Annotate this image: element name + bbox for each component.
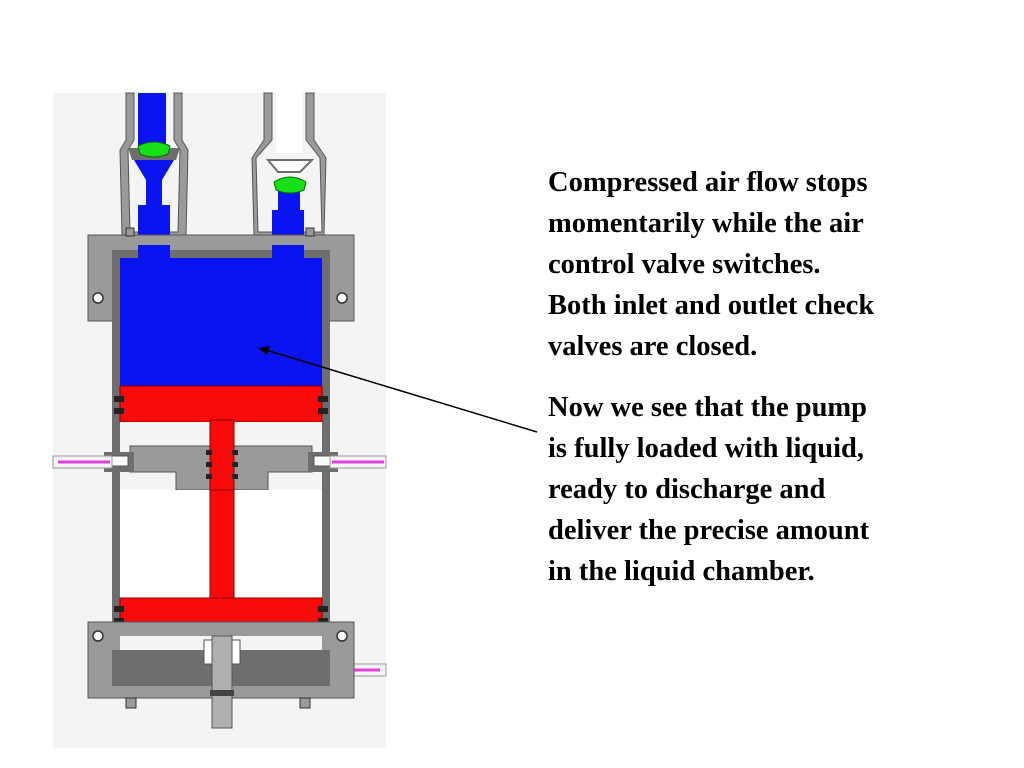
adjustment-stem [210, 635, 234, 729]
caption-1-line-3: control valve switches. [548, 249, 821, 280]
upper-piston [114, 385, 328, 423]
liquid-chamber [120, 258, 322, 388]
caption-1-line-1: Compressed air flow stops [548, 167, 868, 198]
caption-valves-closed: Compressed air flow stops momentarily wh… [548, 162, 968, 367]
outlet-valve-ball [273, 176, 307, 194]
caption-pump-loaded: Now we see that the pump is fully loaded… [548, 387, 968, 592]
caption-2-line-4: deliver the precise amount [548, 515, 870, 546]
caption-1-line-2: momentarily while the air [548, 208, 864, 239]
caption-2-line-5: in the liquid chamber. [548, 556, 815, 587]
caption-2-line-2: is fully loaded with liquid, [548, 433, 864, 464]
caption-1-line-4: Both inlet and outlet check [548, 290, 875, 321]
caption-2-line-1: Now we see that the pump [548, 392, 868, 423]
callout-arrow [258, 346, 538, 433]
caption-2-line-3: ready to discharge and [548, 474, 826, 505]
inlet-valve-ball [137, 141, 171, 158]
caption-1-line-5: valves are closed. [548, 331, 758, 362]
